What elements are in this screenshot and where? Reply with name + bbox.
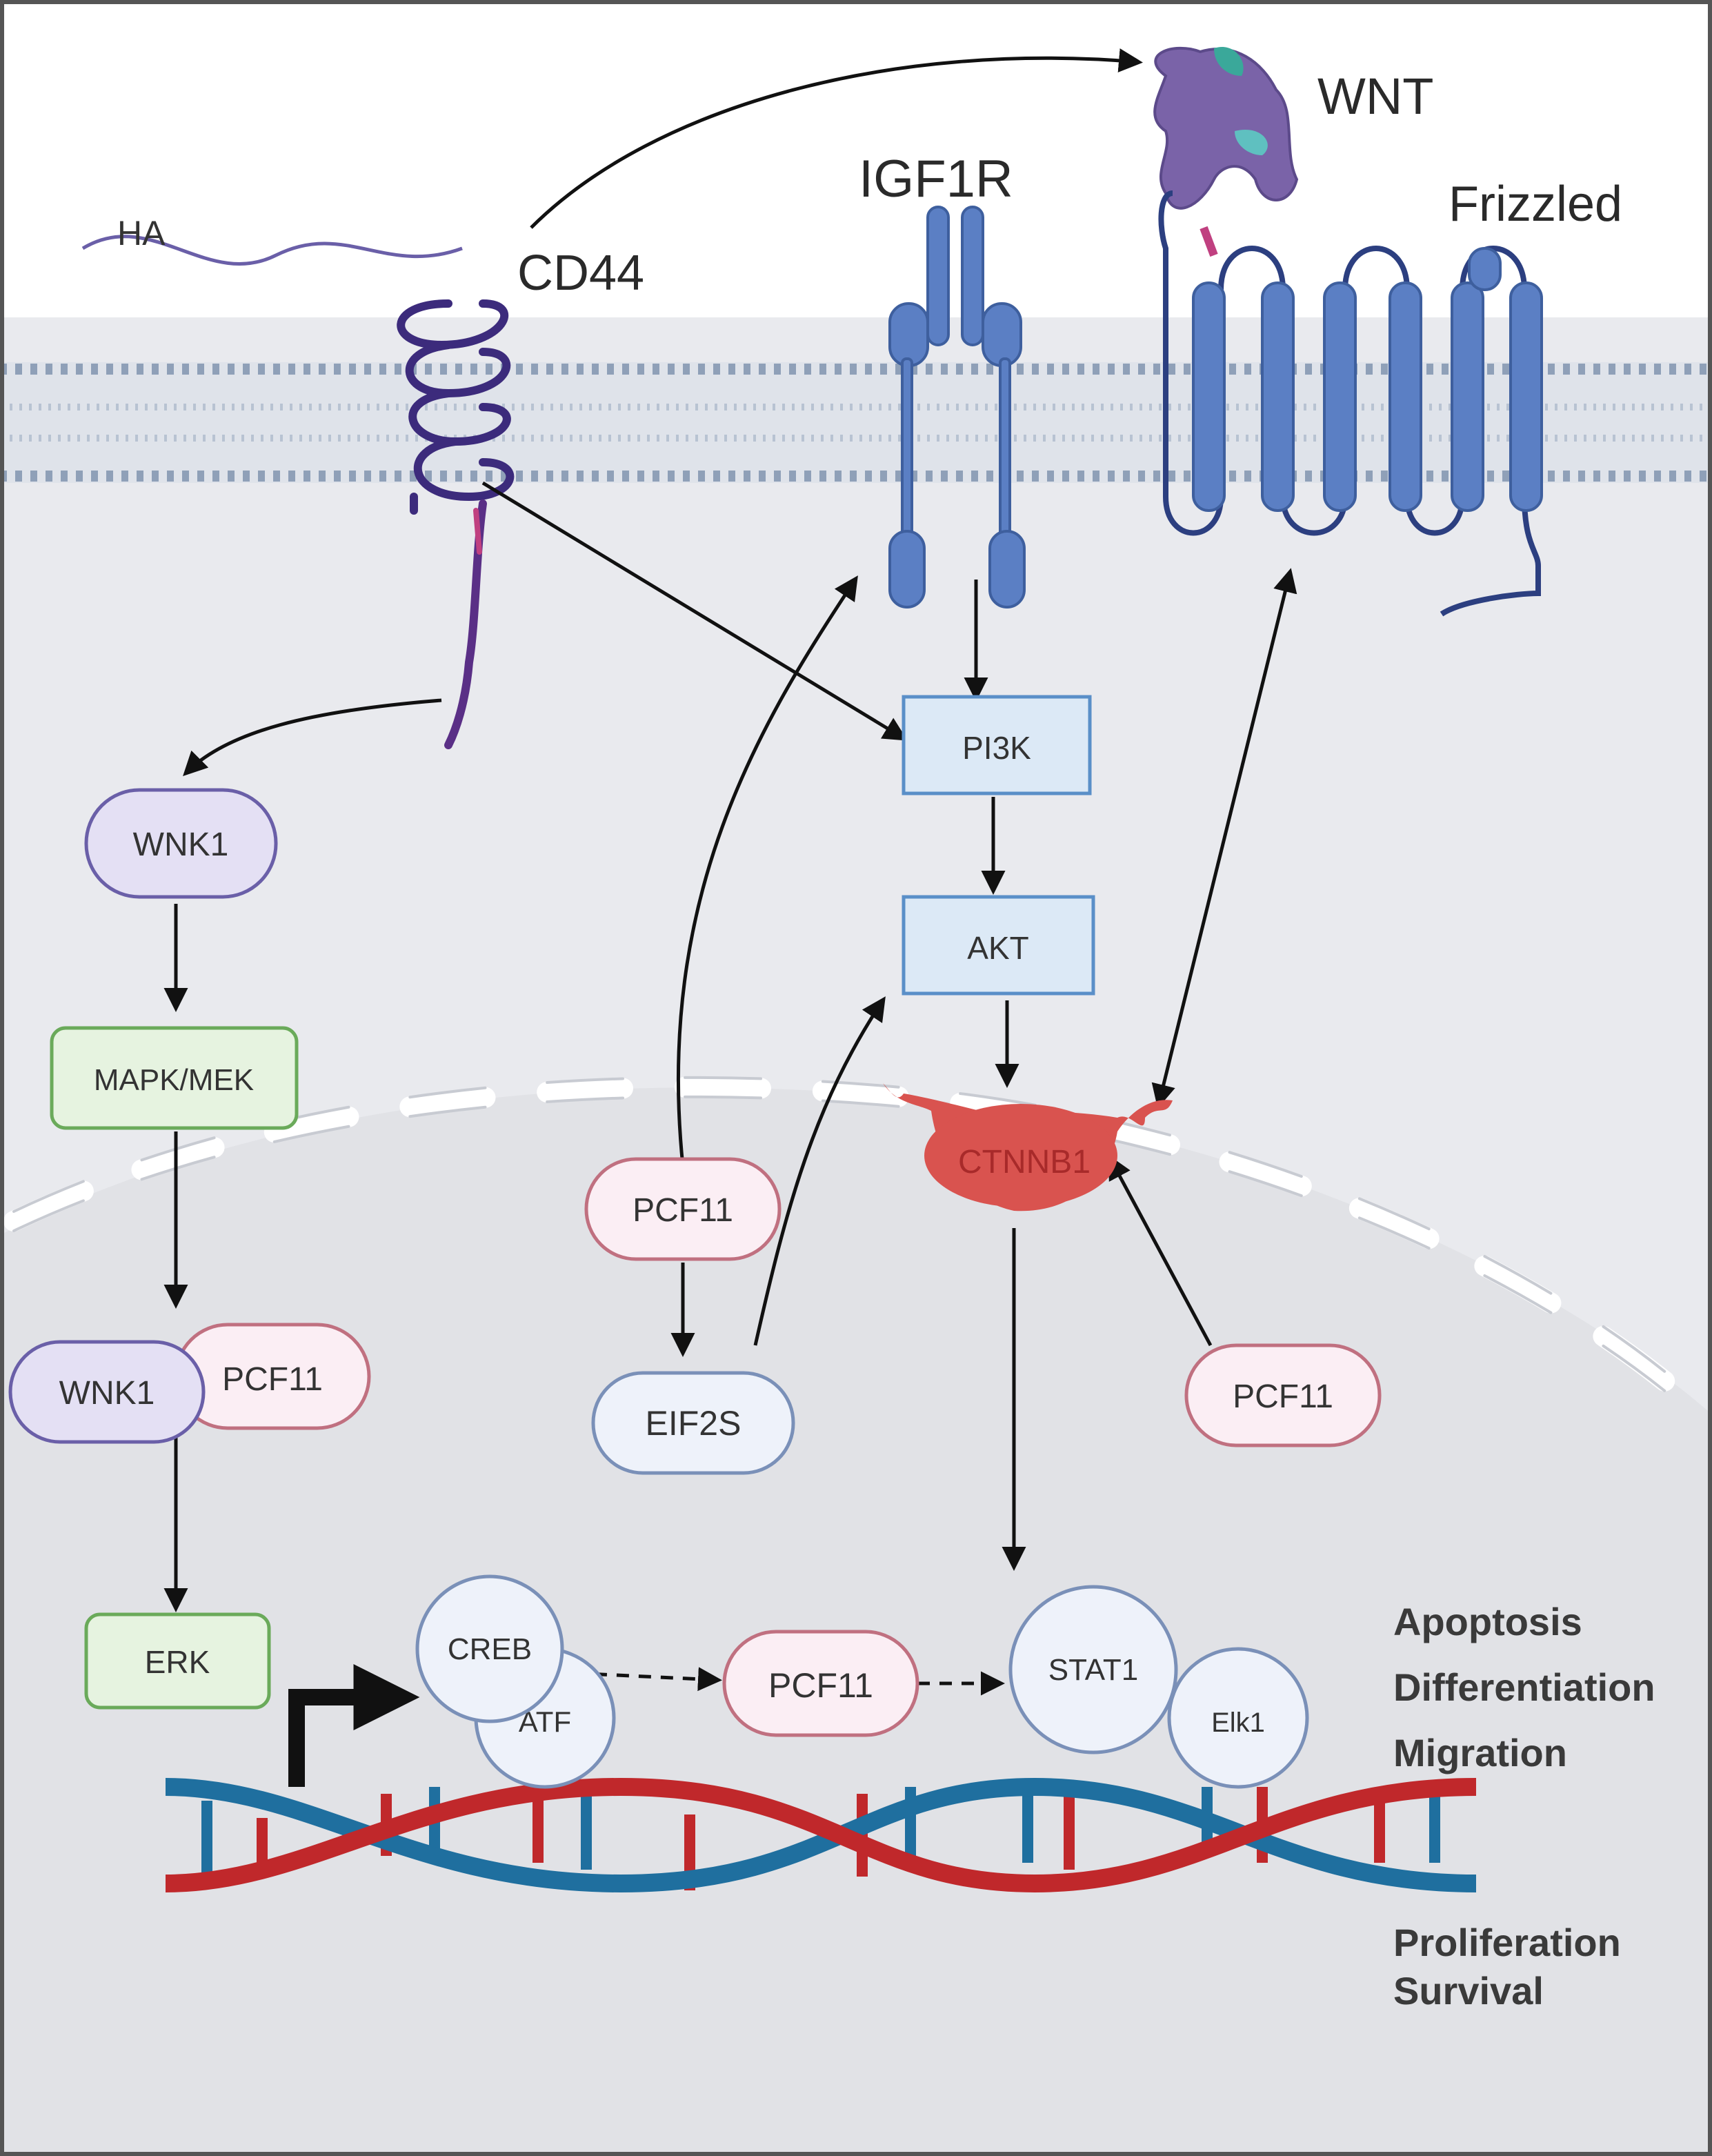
ha-label: HA: [117, 214, 166, 253]
pcf11-wnk-node: PCF11: [174, 1323, 371, 1430]
mapk-mek-node: MAPK/MEK: [50, 1026, 299, 1130]
wnk1-bottom-label: WNK1: [59, 1375, 155, 1412]
wnk1-bottom-node: WNK1: [8, 1340, 206, 1444]
elk1-label: Elk1: [1211, 1708, 1265, 1738]
pcf11-center-label: PCF11: [633, 1192, 733, 1229]
transcription-start-arrow: [288, 1664, 420, 1787]
eif2s-label: EIF2S: [646, 1404, 741, 1443]
outcome-survival: Survival: [1393, 1969, 1544, 2012]
outcomes-group-1: Apoptosis Differentiation Migration: [1393, 1600, 1655, 1774]
arrow-pcf11-to-igf1r: [677, 575, 858, 1167]
pi3k-node: PI3K: [902, 695, 1092, 795]
pi3k-label: PI3K: [962, 730, 1031, 766]
mapk-mek-label: MAPK/MEK: [94, 1063, 254, 1097]
arrow-cd44-to-pi3k: [481, 481, 908, 741]
igf1r-receptor: [888, 206, 1026, 609]
outcome-differentiation: Differentiation: [1393, 1665, 1655, 1709]
wnk1-top-node: WNK1: [84, 788, 278, 899]
pcf11-center-node: PCF11: [584, 1157, 782, 1261]
frizzled-receptor: [1158, 190, 1543, 617]
elk1-node: Elk1: [1167, 1647, 1309, 1789]
stat1-label: STAT1: [1048, 1653, 1138, 1687]
wnt-ligand: [1153, 46, 1299, 257]
dna-helix: [165, 1777, 1477, 1893]
cell-membrane: [0, 362, 1712, 483]
frizzled-label: Frizzled: [1449, 177, 1622, 232]
stat1-node: STAT1: [1008, 1585, 1178, 1754]
akt-label: AKT: [967, 930, 1028, 966]
arrow-pcf11-to-ctnnb1: [1108, 1154, 1213, 1347]
wnk1-top-label: WNK1: [133, 827, 229, 863]
pcf11-dna-node: PCF11: [722, 1630, 919, 1737]
outcome-apoptosis: Apoptosis: [1393, 1600, 1582, 1643]
igf1r-label: IGF1R: [859, 150, 1013, 208]
arrows: [163, 48, 1297, 1696]
outcome-proliferation: Proliferation: [1393, 1921, 1621, 1964]
arrow-cd44-to-wnt: [530, 48, 1143, 229]
akt-node: AKT: [902, 895, 1095, 996]
ctnnb1-label: CTNNB1: [958, 1144, 1091, 1180]
creb-node: CREB: [415, 1574, 564, 1723]
pcf11-wnk-label: PCF11: [222, 1361, 323, 1398]
erk-label: ERK: [145, 1644, 210, 1680]
arrow-frizzled-ctnnb1: [1151, 568, 1297, 1109]
erk-node: ERK: [84, 1612, 271, 1710]
outcomes-group-2: Proliferation Survival: [1393, 1921, 1621, 2012]
ha-strand: [81, 235, 463, 266]
pcf11-dna-label: PCF11: [768, 1666, 873, 1705]
arrow-cd44-to-wnk1: [183, 698, 442, 776]
eif2s-node: EIF2S: [591, 1371, 795, 1475]
pcf11-right-label: PCF11: [1233, 1378, 1333, 1415]
outcome-migration: Migration: [1393, 1731, 1567, 1774]
creb-label: CREB: [448, 1632, 532, 1666]
ctnnb1-node: CTNNB1: [883, 1083, 1173, 1211]
nuclear-envelope: [3, 1076, 1712, 1425]
wnt-label: WNT: [1317, 68, 1434, 125]
cd44-label: CD44: [517, 246, 644, 301]
arrow-eif2s-to-akt: [753, 996, 886, 1346]
pcf11-right-node: PCF11: [1184, 1343, 1382, 1447]
cd44-receptor: [397, 299, 515, 749]
